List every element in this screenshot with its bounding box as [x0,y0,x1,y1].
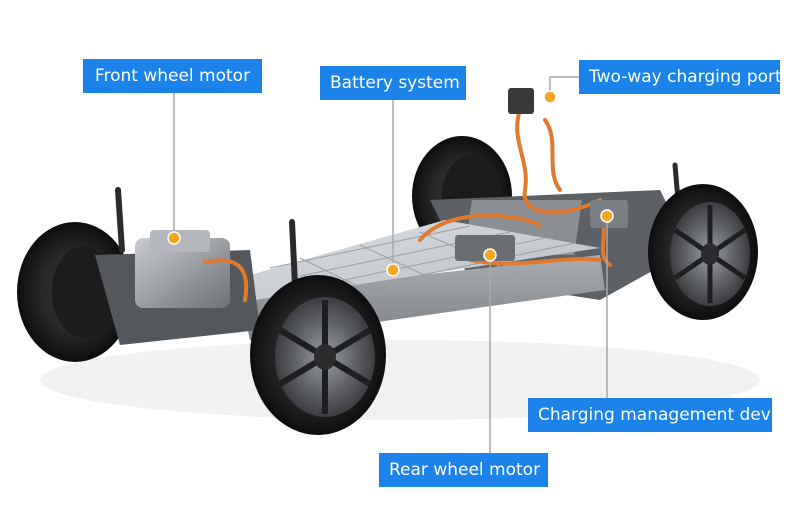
rear-junction-box [455,235,515,261]
marker-charging-mgmt [600,209,614,223]
label-charging-management-device: Charging management device [528,398,795,432]
label-battery-system: Battery system [320,66,466,100]
marker-rear-motor [483,248,497,262]
front-motor-body [135,238,230,308]
charging-port-block [508,88,534,114]
leader-lines [173,76,608,453]
front-right-strut [289,219,298,288]
marker-charging-port [543,90,557,104]
rear-near-wheel [648,184,758,320]
front-left-strut [115,187,125,253]
marker-front-motor [167,231,181,245]
label-two-way-charging-port: Two-way charging port [579,60,782,94]
front-near-wheel [250,275,386,435]
marker-battery [386,263,400,277]
label-rear-wheel-motor: Rear wheel motor [379,453,548,487]
label-front-wheel-motor: Front wheel motor [83,59,262,93]
